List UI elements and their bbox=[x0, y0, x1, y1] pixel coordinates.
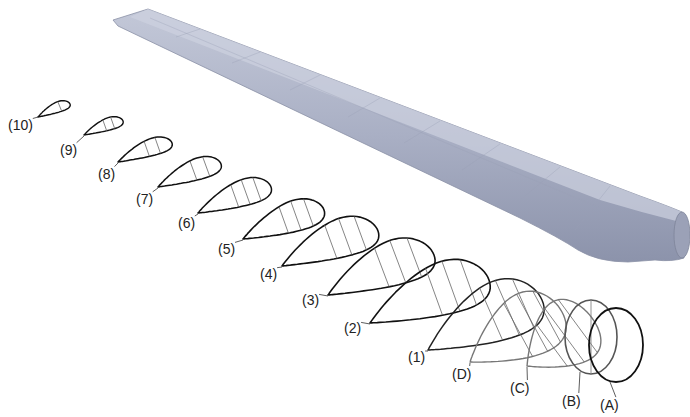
airfoil-section bbox=[370, 259, 490, 323]
blade-root bbox=[674, 212, 690, 258]
shear-web bbox=[517, 294, 548, 351]
leader-line bbox=[33, 117, 38, 119]
leader-line bbox=[277, 267, 282, 269]
shear-web bbox=[354, 216, 366, 250]
airfoil-section bbox=[158, 157, 221, 188]
shear-web bbox=[460, 260, 476, 305]
leader-line bbox=[425, 351, 428, 352]
section-label: (5) bbox=[218, 241, 235, 257]
shear-web bbox=[325, 225, 337, 258]
root-section bbox=[565, 300, 617, 374]
leader-line bbox=[319, 294, 328, 296]
leader-line bbox=[610, 382, 616, 397]
section-label: (4) bbox=[260, 266, 277, 282]
shear-web bbox=[241, 180, 250, 205]
airfoil-section bbox=[38, 101, 70, 117]
shear-web bbox=[279, 207, 288, 233]
airfoil-section bbox=[198, 178, 272, 214]
section-label: (9) bbox=[60, 142, 77, 158]
panel-line bbox=[520, 167, 560, 200]
airfoil-section bbox=[282, 216, 379, 266]
airfoil-section bbox=[328, 238, 435, 295]
shear-web bbox=[304, 199, 314, 226]
leader-line bbox=[527, 367, 528, 380]
section-label: (3) bbox=[302, 292, 319, 308]
shear-web bbox=[558, 300, 597, 353]
shear-web bbox=[144, 141, 149, 156]
shear-web bbox=[426, 268, 443, 315]
leader-line bbox=[235, 240, 243, 242]
panel-line bbox=[176, 29, 200, 37]
panel-line bbox=[575, 186, 610, 230]
panel-line bbox=[348, 98, 380, 117]
leader-line bbox=[469, 363, 470, 366]
shear-web bbox=[533, 291, 561, 342]
section-label: (B) bbox=[562, 393, 581, 409]
leader-line bbox=[361, 322, 370, 324]
shear-web bbox=[203, 157, 210, 177]
shear-web bbox=[536, 324, 567, 366]
shear-web bbox=[339, 219, 352, 255]
leader-line bbox=[195, 214, 198, 216]
shear-web bbox=[253, 178, 261, 201]
panel-line bbox=[150, 18, 600, 208]
shear-web bbox=[390, 241, 406, 283]
shear-web bbox=[231, 185, 239, 207]
panel-line bbox=[462, 144, 500, 170]
blade-surface bbox=[113, 9, 684, 262]
shear-web bbox=[155, 137, 161, 153]
leader-line bbox=[153, 188, 158, 192]
leader-line bbox=[77, 136, 84, 143]
shear-web bbox=[407, 238, 422, 277]
section-label: (1) bbox=[408, 349, 425, 365]
root-section bbox=[589, 308, 643, 382]
section-label: (2) bbox=[344, 320, 361, 336]
shear-web bbox=[291, 201, 301, 230]
section-label: (8) bbox=[98, 166, 115, 182]
shear-web bbox=[58, 102, 62, 112]
shear-web bbox=[111, 117, 115, 129]
panel-line bbox=[232, 52, 260, 63]
shear-web bbox=[504, 303, 533, 356]
shear-web bbox=[375, 248, 390, 287]
section-label: (D) bbox=[452, 366, 471, 382]
shear-web bbox=[190, 161, 197, 180]
leader-line bbox=[579, 372, 580, 393]
airfoil-section bbox=[118, 137, 172, 162]
section-label: (C) bbox=[510, 380, 529, 396]
airfoil-section bbox=[428, 279, 544, 350]
airfoil-section bbox=[84, 117, 123, 135]
shear-web bbox=[103, 120, 107, 131]
shear-web bbox=[442, 261, 460, 311]
section-label: (7) bbox=[136, 191, 153, 207]
blade-highlight bbox=[130, 9, 682, 222]
section-label: (6) bbox=[178, 215, 195, 231]
section-label: (10) bbox=[8, 117, 33, 133]
section-label: (A) bbox=[600, 397, 619, 413]
panel-line bbox=[404, 121, 440, 143]
